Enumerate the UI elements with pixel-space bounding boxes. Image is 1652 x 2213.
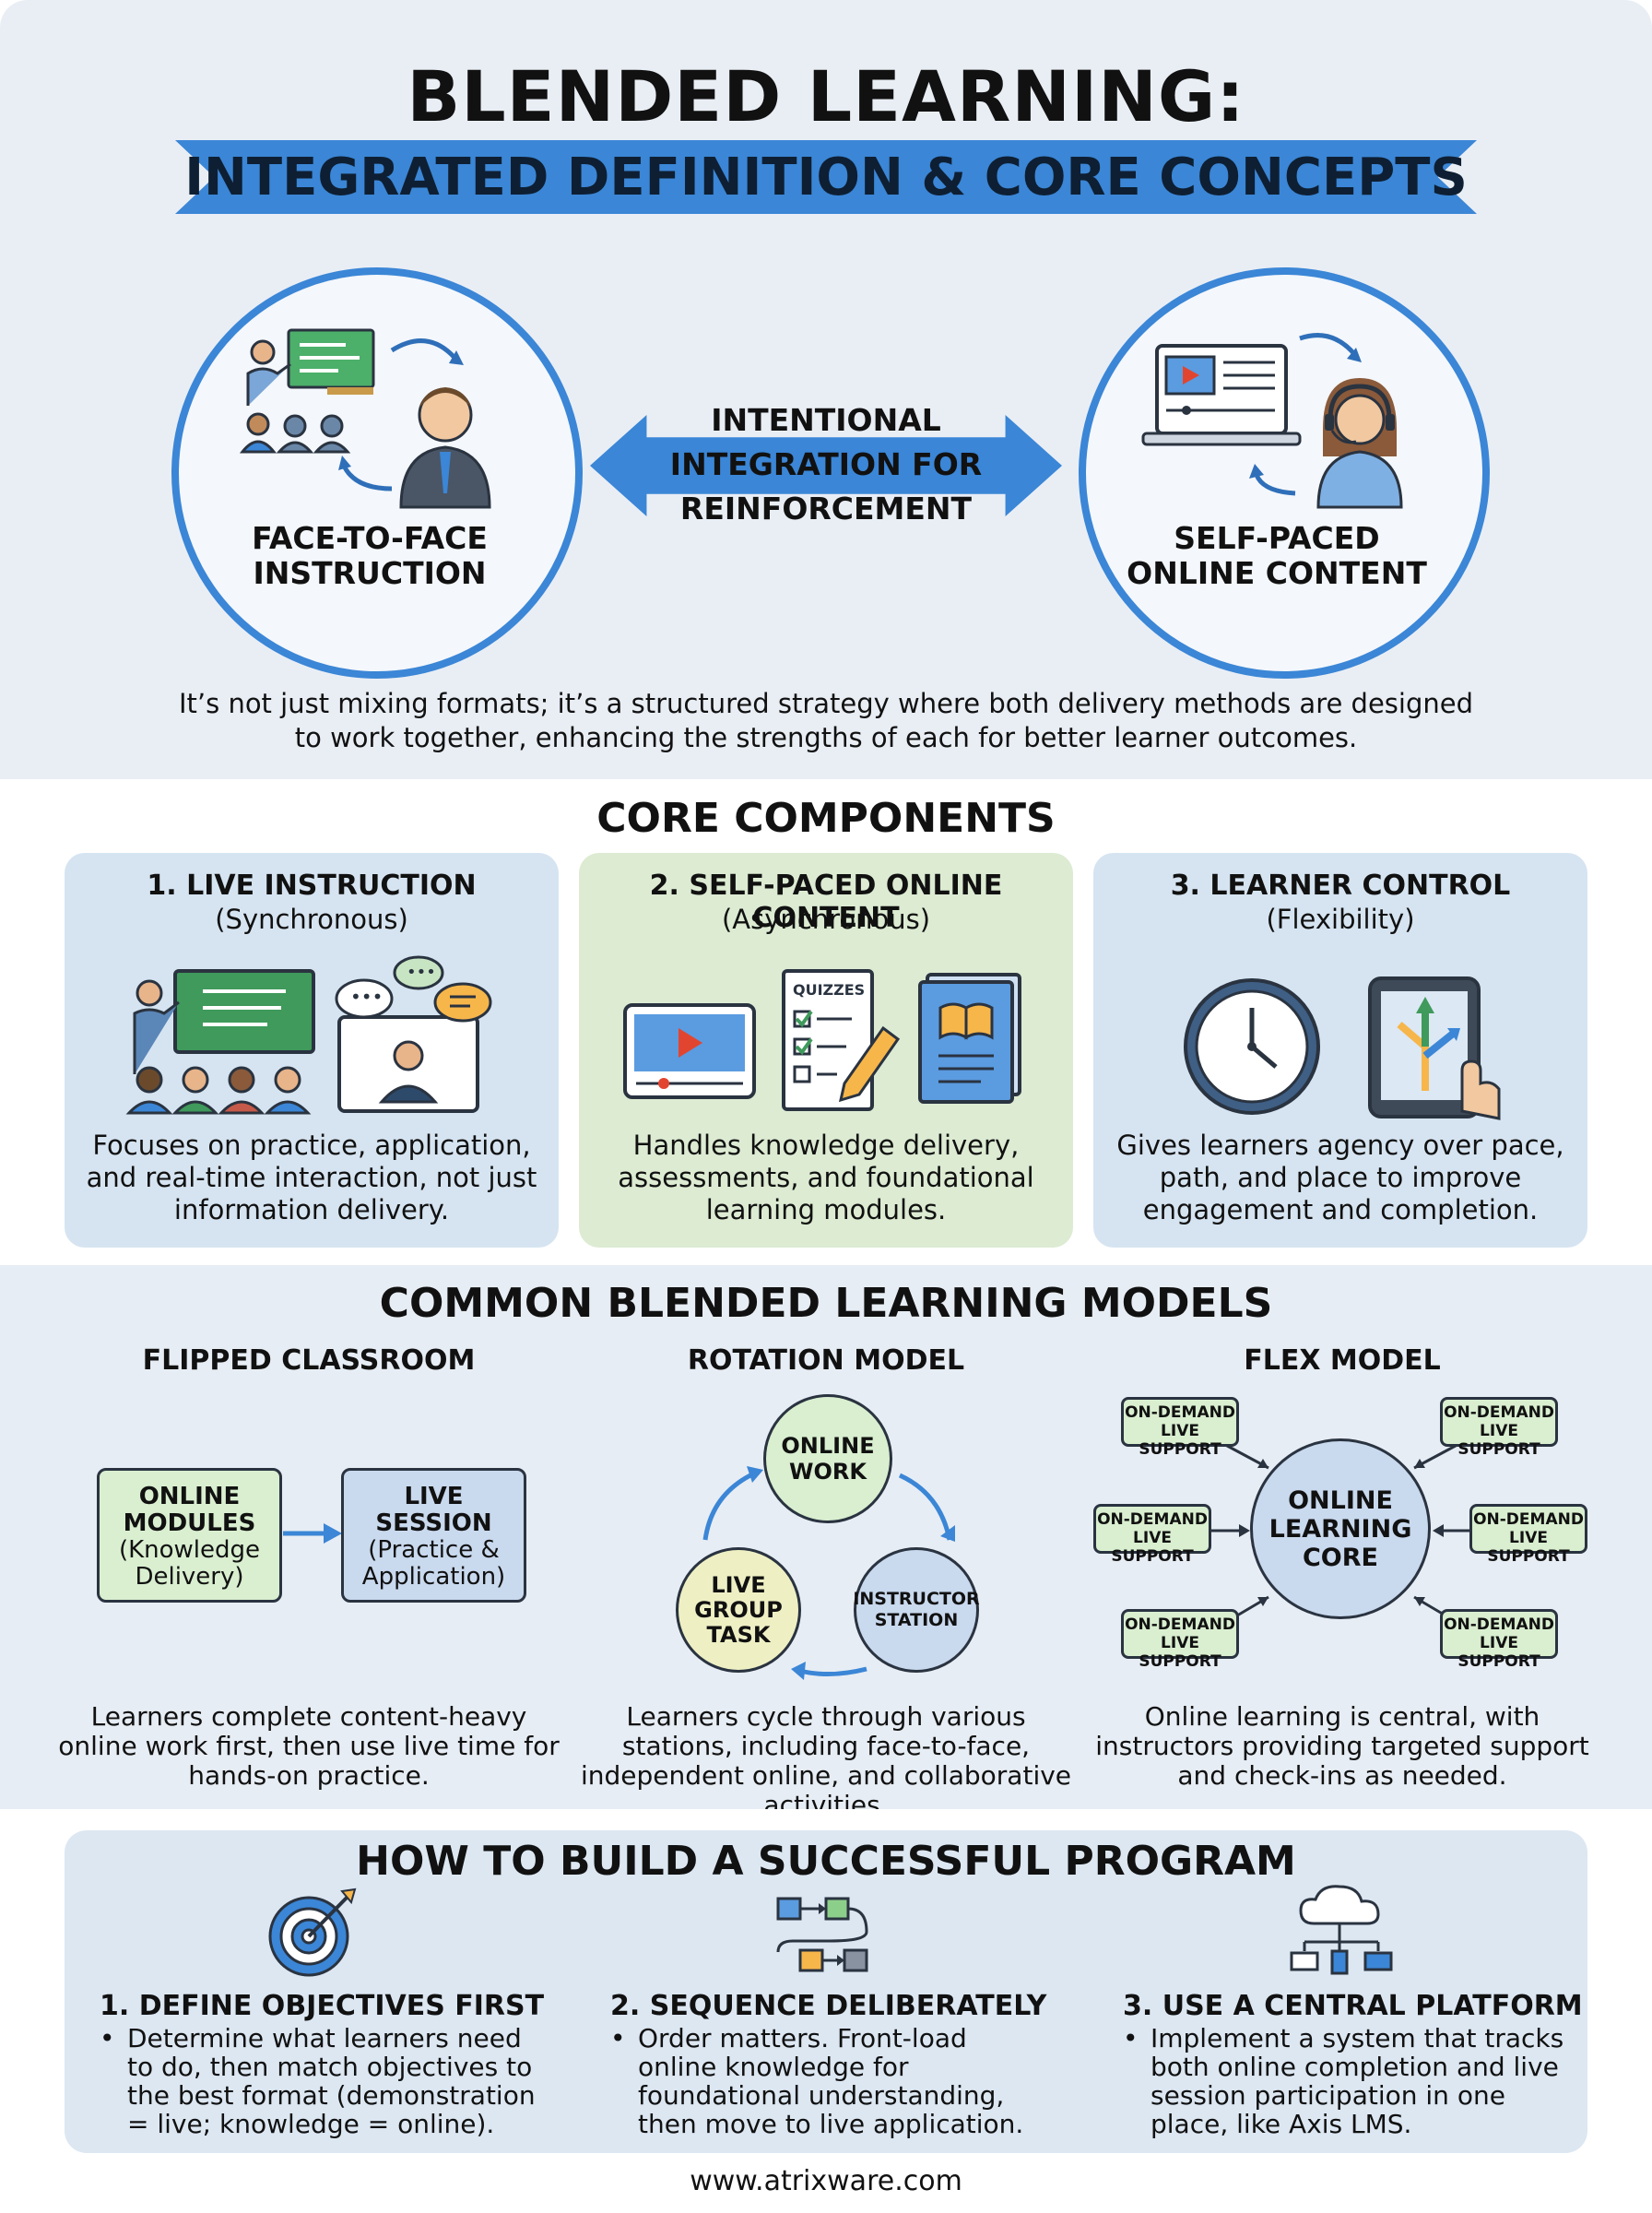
svg-text:•••: ••• — [407, 963, 436, 982]
rotation-cycle-arrows — [702, 1466, 955, 1680]
step-3-body: • Implement a system that tracks both on… — [1123, 2024, 1575, 2138]
card-learner-control: 3. LEARNER CONTROL (Flexibility) Gives l… — [1093, 853, 1587, 1248]
support-tag-bottom-right: ON-DEMAND LIVE SUPPORT — [1440, 1609, 1558, 1671]
self-paced-label: SELF-PACED ONLINE CONTENT — [1102, 521, 1452, 591]
online-learning-core-node: ONLINE LEARNING CORE — [1250, 1438, 1431, 1619]
bullet-icon: • — [100, 2023, 115, 2053]
flipped-description: Learners complete content-heavy online w… — [58, 1701, 560, 1791]
sequence-flow-icon — [776, 1897, 868, 1972]
live-session-sub: (Practice & Application) — [361, 1536, 506, 1591]
node-online-work: ONLINE WORK — [763, 1394, 892, 1523]
flex-model-title: FLEX MODEL — [1244, 1344, 1441, 1377]
node-live-group-task: LIVE GROUP TASK — [676, 1547, 801, 1673]
live-session-box: LIVE SESSION (Practice & Application) — [341, 1468, 526, 1603]
integration-text: INTENTIONAL INTEGRATION FOR REINFORCEMEN… — [608, 398, 1044, 531]
step-1-title: 1. DEFINE OBJECTIVES FIRST — [100, 1990, 545, 2022]
integration-text-line1: INTENTIONAL — [711, 402, 941, 438]
online-modules-title: ONLINE MODULES — [123, 1483, 256, 1537]
build-panel — [65, 1830, 1587, 2153]
title-ribbon — [175, 140, 1477, 214]
integration-text-line2: INTEGRATION FOR — [669, 446, 983, 482]
intro-line1: It’s not just mixing formats; it’s a str… — [178, 688, 1474, 719]
self-paced-label-line1: SELF-PACED — [1174, 520, 1380, 556]
flipped-classroom-title: FLIPPED CLASSROOM — [142, 1344, 476, 1377]
live-classroom-icons: ••• ••• — [125, 955, 492, 1115]
step-2-title: 2. SEQUENCE DELIBERATELY — [610, 1990, 1047, 2022]
rotation-description: Learners cycle through various stations,… — [580, 1701, 1072, 1820]
card-title: 3. LEARNER CONTROL — [1170, 870, 1511, 902]
card-title: 2. SELF-PACED ONLINE CONTENT — [649, 870, 1003, 934]
intro-paragraph: It’s not just mixing formats; it’s a str… — [138, 687, 1514, 755]
support-tag-top-left: ON-DEMAND LIVE SUPPORT — [1121, 1397, 1239, 1459]
step-2-body: • Order matters. Front-load online knowl… — [610, 2024, 1053, 2138]
page-title: BLENDED LEARNING: — [407, 55, 1245, 137]
flex-description: Online learning is central, with instruc… — [1095, 1701, 1589, 1791]
step-1-body: • Determine what learners need to do, th… — [100, 2024, 551, 2138]
models-heading: COMMON BLENDED LEARNING MODELS — [379, 1280, 1273, 1327]
face-to-face-label: FACE-TO-FACE INSTRUCTION — [195, 521, 545, 591]
footer-url[interactable]: www.atrixware.com — [690, 2165, 962, 2197]
card-description: Gives learners agency over pace, path, a… — [1116, 1130, 1564, 1225]
self-paced-label-line2: ONLINE CONTENT — [1127, 555, 1427, 591]
online-modules-sub: (Knowledge Delivery) — [118, 1536, 261, 1591]
live-session-title: LIVE SESSION — [375, 1483, 492, 1537]
hand-icon — [1460, 1059, 1501, 1120]
bullet-icon: • — [610, 2023, 626, 2053]
self-paced-circle — [1079, 267, 1490, 679]
step-3-title: 3. USE A CENTRAL PLATFORM — [1123, 1990, 1583, 2022]
rotation-model-title: ROTATION MODEL — [687, 1344, 965, 1377]
ribbon-subtitle: INTEGRATED DEFINITION & CORE CONCEPTS — [184, 148, 1468, 207]
self-paced-icons: QUIZZES — [623, 969, 1021, 1111]
build-heading: HOW TO BUILD A SUCCESSFUL PROGRAM — [356, 1838, 1296, 1885]
svg-text:•••: ••• — [350, 986, 383, 1008]
support-tag-bottom-left: ON-DEMAND LIVE SUPPORT — [1121, 1609, 1239, 1671]
card-title: 1. LIVE INSTRUCTION — [147, 870, 477, 902]
card-subtitle: (Synchronous) — [215, 904, 408, 935]
step-2-text: Order matters. Front-load online knowled… — [638, 2023, 1024, 2139]
card-subtitle: (Flexibility) — [1266, 904, 1415, 935]
step-1-text: Determine what learners need to do, then… — [127, 2023, 536, 2139]
intro-line2: to work together, enhancing the strength… — [294, 722, 1358, 753]
support-tag-top-right: ON-DEMAND LIVE SUPPORT — [1440, 1397, 1558, 1459]
card-live-instruction: 1. LIVE INSTRUCTION (Synchronous) ••• ••… — [65, 853, 559, 1248]
quizzes-label: QUIZZES — [793, 981, 865, 999]
card-description: Focuses on practice, application, and re… — [86, 1130, 537, 1225]
support-tag-mid-left: ON-DEMAND LIVE SUPPORT — [1093, 1504, 1211, 1566]
cloud-network-icon — [1290, 1885, 1393, 1975]
core-components-heading: CORE COMPONENTS — [596, 795, 1056, 842]
bullet-icon: • — [1123, 2023, 1139, 2053]
laptop-headset-learner-icon — [1141, 333, 1403, 509]
support-tag-mid-right: ON-DEMAND LIVE SUPPORT — [1469, 1504, 1587, 1566]
face-to-face-label-line1: FACE-TO-FACE — [252, 520, 488, 556]
integration-text-line3: REINFORCEMENT — [679, 491, 973, 527]
arrow-right-icon — [283, 1523, 342, 1544]
target-icon — [268, 1888, 357, 1977]
node-instructor-station: INSTRUCTOR STATION — [853, 1547, 980, 1673]
card-subtitle: (Asynchronous) — [721, 904, 931, 935]
classroom-instructor-icon — [239, 328, 491, 509]
online-modules-box: ONLINE MODULES (Knowledge Delivery) — [97, 1468, 282, 1603]
card-description: Handles knowledge delivery, assessments,… — [618, 1130, 1034, 1225]
learner-control-icons — [1184, 976, 1501, 1120]
face-to-face-label-line2: INSTRUCTION — [253, 555, 487, 591]
step-3-text: Implement a system that tracks both onli… — [1150, 2023, 1564, 2139]
card-self-paced-content: 2. SELF-PACED ONLINE CONTENT (Asynchrono… — [579, 853, 1073, 1248]
face-to-face-circle — [171, 267, 583, 679]
